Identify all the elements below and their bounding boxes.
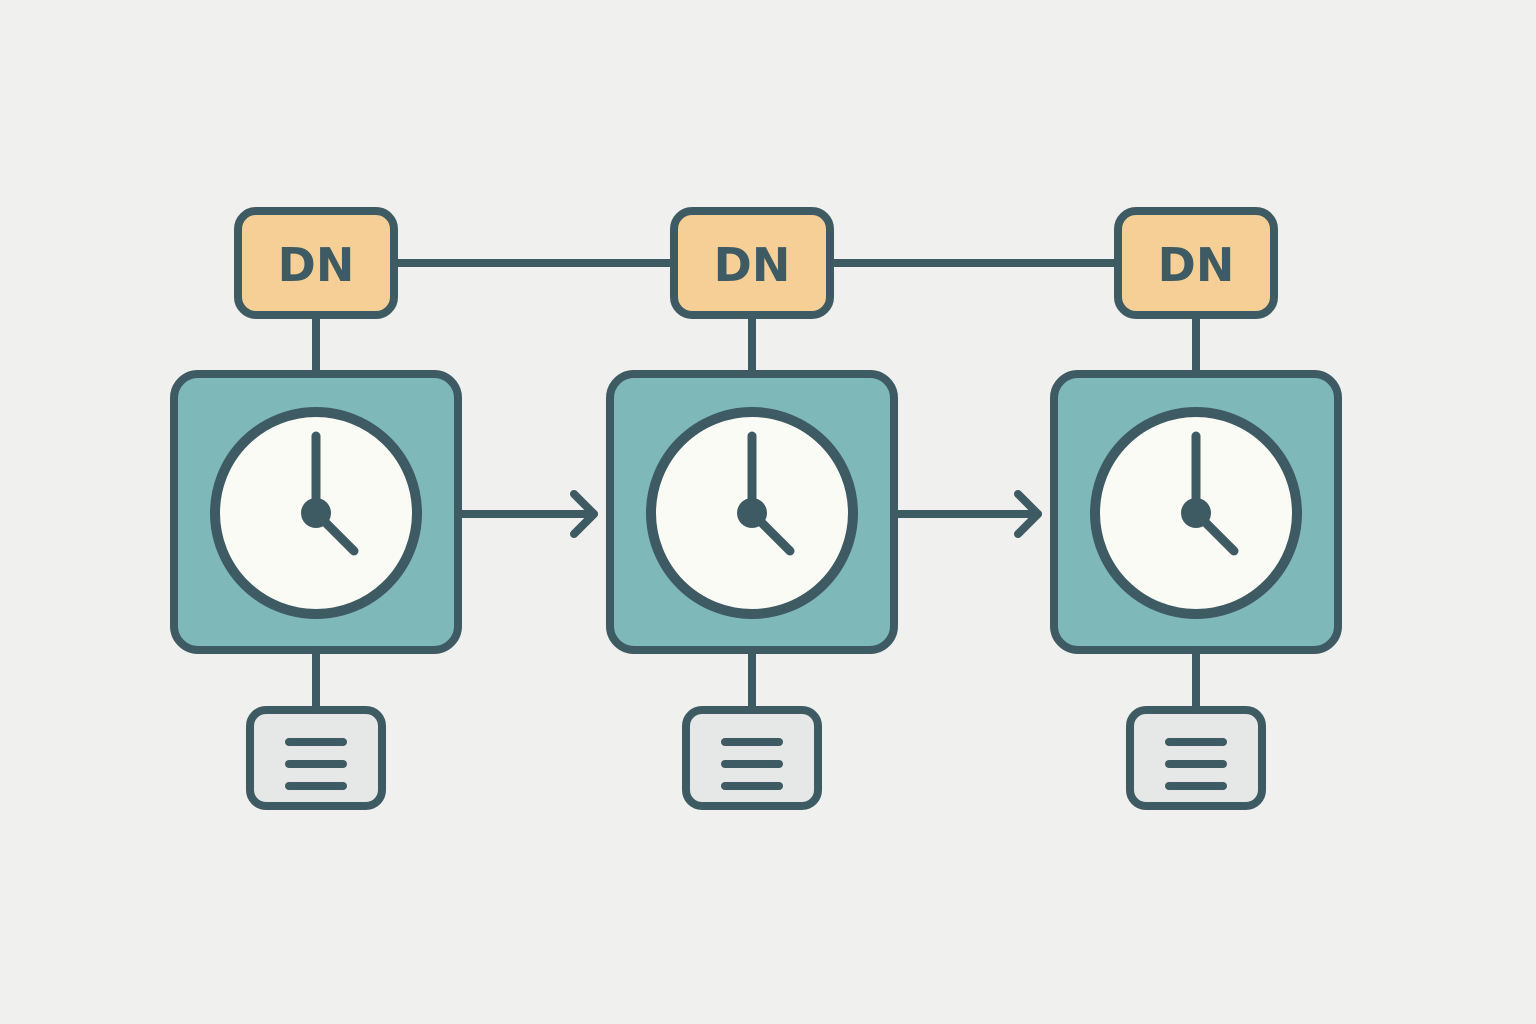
clock-center xyxy=(301,498,331,528)
dn-label: DN xyxy=(1158,238,1235,292)
clock-node xyxy=(170,370,462,654)
connections-layer xyxy=(394,259,1118,538)
node-3: DN xyxy=(1050,207,1342,810)
clock-center xyxy=(737,498,767,528)
dn-box: DN xyxy=(1114,207,1278,319)
arrow-head xyxy=(570,490,598,538)
document-frame xyxy=(246,706,386,810)
clock-icon xyxy=(646,407,858,619)
document-lines-icon xyxy=(246,706,386,810)
document-lines-icon xyxy=(1126,706,1266,810)
arrow-head xyxy=(1014,490,1042,538)
dn-box-frame xyxy=(1114,207,1278,319)
clock-center xyxy=(1181,498,1211,528)
clock-node xyxy=(606,370,898,654)
clock-icon xyxy=(1090,407,1302,619)
dn-box-frame xyxy=(234,207,398,319)
document-frame xyxy=(682,706,822,810)
node-2: DN xyxy=(606,207,898,810)
clock-node xyxy=(1050,370,1342,654)
arrow-right-icon xyxy=(454,490,598,538)
dn-box: DN xyxy=(234,207,398,319)
clock-icon xyxy=(210,407,422,619)
dn-label: DN xyxy=(278,238,355,292)
arrow-right-icon xyxy=(890,490,1042,538)
node-1: DN xyxy=(170,207,462,810)
document-lines-icon xyxy=(682,706,822,810)
nodes-layer: DN DN DN xyxy=(170,207,1342,810)
dn-box-frame xyxy=(670,207,834,319)
dn-label: DN xyxy=(714,238,791,292)
dn-box: DN xyxy=(670,207,834,319)
document-frame xyxy=(1126,706,1266,810)
